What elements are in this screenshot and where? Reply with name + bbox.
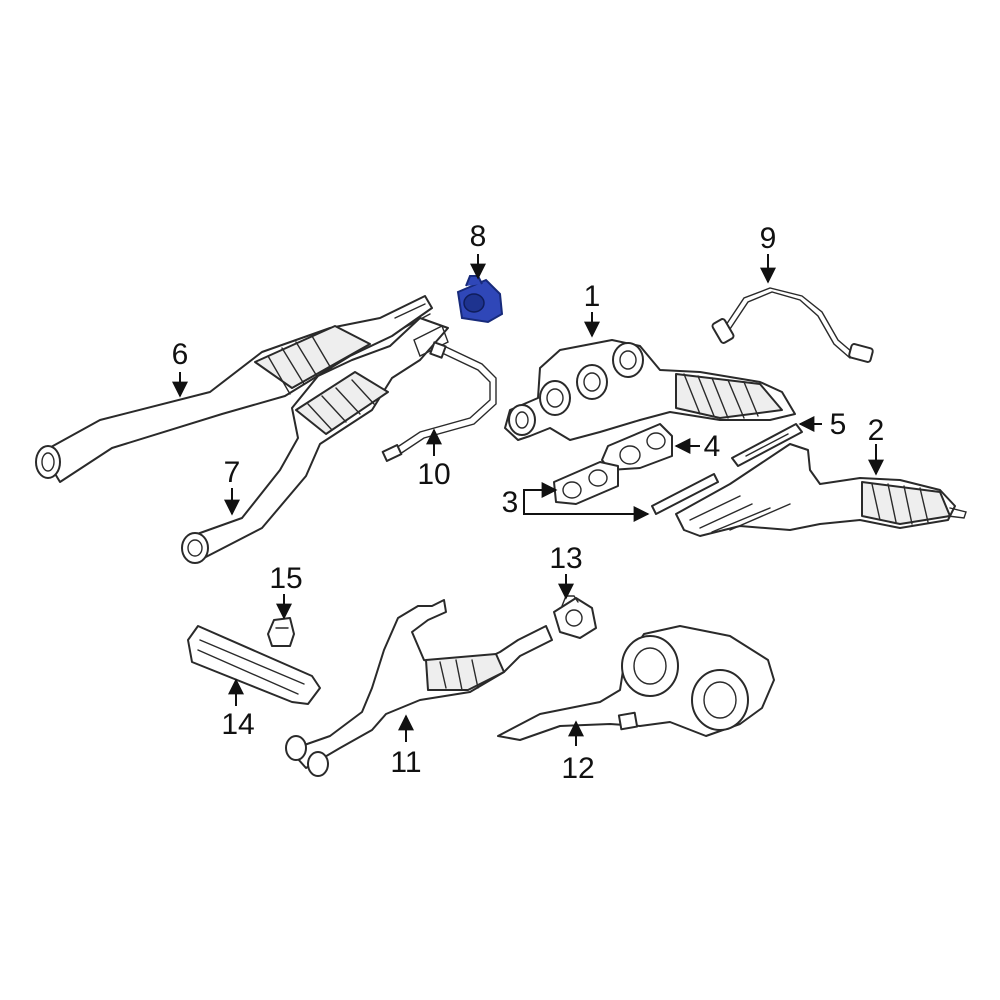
callout-3: 3 bbox=[502, 486, 519, 519]
part-13-clamp[interactable] bbox=[553, 595, 597, 639]
part-15-mount[interactable] bbox=[267, 617, 295, 647]
part-4-manifold-gasket[interactable] bbox=[601, 423, 673, 471]
callout-5: 5 bbox=[830, 408, 847, 441]
part-5-gasket[interactable] bbox=[731, 423, 803, 467]
callout-2: 2 bbox=[868, 414, 885, 447]
part-1-exhaust-manifold[interactable] bbox=[504, 339, 796, 441]
callout-1: 1 bbox=[584, 280, 601, 313]
part-9-oxygen-sensor[interactable] bbox=[711, 287, 874, 363]
callout-10: 10 bbox=[417, 458, 450, 491]
part-11-center-pipe[interactable] bbox=[285, 599, 553, 777]
leader-lines bbox=[172, 254, 884, 746]
callout-8: 8 bbox=[470, 220, 487, 253]
callout-12: 12 bbox=[561, 752, 594, 785]
part-10-oxygen-sensor[interactable] bbox=[381, 341, 497, 462]
callout-labels: 1 2 3 4 5 6 7 8 9 10 11 12 13 14 15 bbox=[172, 220, 885, 785]
callout-14: 14 bbox=[221, 708, 254, 741]
callout-15: 15 bbox=[269, 562, 302, 595]
callout-13: 13 bbox=[549, 542, 582, 575]
part-12-rear-muffler[interactable] bbox=[497, 625, 775, 741]
callout-7: 7 bbox=[224, 456, 241, 489]
leader-3 bbox=[523, 482, 558, 502]
leader-3b bbox=[523, 502, 650, 522]
callout-6: 6 bbox=[172, 338, 189, 371]
part-8-clamp[interactable] bbox=[456, 275, 504, 324]
part-7-front-pipe[interactable] bbox=[181, 317, 449, 564]
callout-9: 9 bbox=[760, 222, 777, 255]
part-14-heat-shield[interactable] bbox=[187, 625, 321, 705]
part-2-exhaust-manifold[interactable] bbox=[675, 443, 967, 537]
part-3-gaskets[interactable] bbox=[553, 461, 719, 515]
callout-4: 4 bbox=[704, 430, 721, 463]
callout-11: 11 bbox=[390, 746, 421, 779]
